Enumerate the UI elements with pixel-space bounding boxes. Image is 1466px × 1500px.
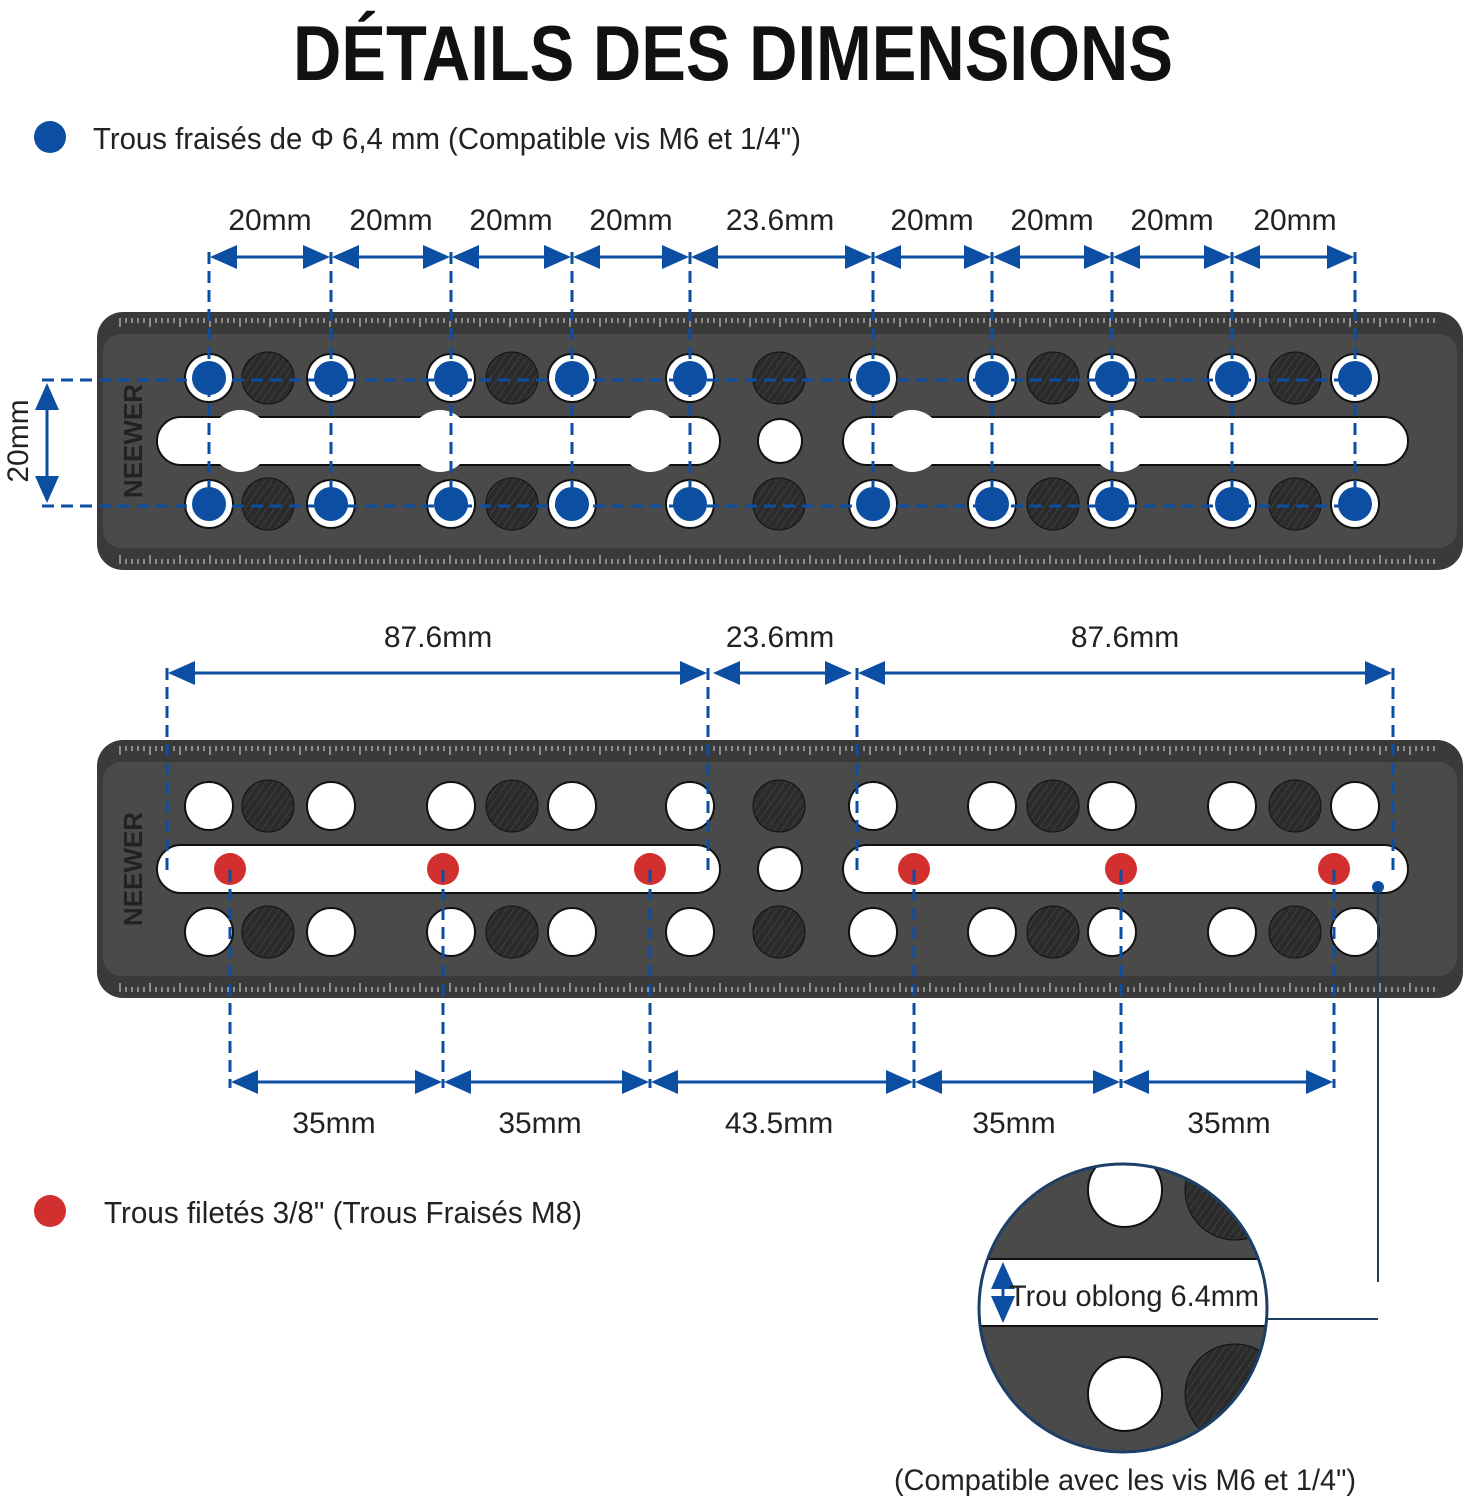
knurled-hole (241, 351, 295, 405)
countersunk-hole (184, 907, 234, 957)
knurled-hole (485, 351, 539, 405)
callout-caption: (Compatible avec les vis M6 et 1/4") (894, 1464, 1356, 1497)
legend-red-text: Trous filetés 3/8" (Trous Fraisés M8) (104, 1195, 582, 1230)
slot-bulge (882, 410, 942, 472)
top-dimensions (35, 245, 1360, 508)
countersunk-hole (547, 781, 597, 831)
countersunk-hole (306, 781, 356, 831)
neewer-logo: NEEWER (118, 384, 148, 498)
top-label-4: 23.6mm (726, 204, 834, 237)
top-label-5: 20mm (890, 204, 973, 237)
slot-bulge (210, 410, 270, 472)
top-plate: NEEWER (97, 312, 1463, 570)
countersunk-hole (1330, 907, 1380, 957)
legend-blue-dot (34, 121, 66, 153)
knurled-hole (241, 905, 295, 959)
red-threaded-hole-marker (898, 853, 930, 885)
magnified-hole (1087, 1356, 1163, 1432)
knurled-hole (1268, 351, 1322, 405)
knurled-hole (752, 477, 806, 531)
red-threaded-hole-marker (427, 853, 459, 885)
knurled-hole (752, 905, 806, 959)
bottom-dimensions (165, 661, 1395, 1094)
knurled-hole (752, 779, 806, 833)
countersunk-hole (547, 907, 597, 957)
knurled-hole (485, 477, 539, 531)
center-hole (757, 418, 803, 464)
countersunk-hole (665, 781, 715, 831)
magnified-knurled-hole (1184, 1164, 1267, 1241)
countersunk-hole (184, 781, 234, 831)
knurled-hole (1026, 477, 1080, 531)
red-threaded-hole-marker (214, 853, 246, 885)
top-label-3: 20mm (589, 204, 672, 237)
top-label-6: 20mm (1010, 204, 1093, 237)
bottom-label-1: 35mm (498, 1107, 581, 1140)
top-label-7: 20mm (1130, 204, 1213, 237)
bottom-label-0: 35mm (292, 1107, 375, 1140)
knurled-hole (485, 779, 539, 833)
countersunk-hole (1330, 781, 1380, 831)
countersunk-hole (1207, 907, 1257, 957)
countersunk-hole (426, 907, 476, 957)
slot-bulge (410, 410, 470, 472)
legend-red-dot (34, 1195, 66, 1227)
bottom-top-label-0: 87.6mm (384, 621, 492, 654)
red-threaded-hole-marker (634, 853, 666, 885)
countersunk-hole (1087, 907, 1137, 957)
center-hole (757, 846, 803, 892)
countersunk-hole (967, 907, 1017, 957)
countersunk-hole (306, 907, 356, 957)
knurled-hole (1268, 779, 1322, 833)
knurled-hole (1026, 779, 1080, 833)
knurled-hole (1268, 905, 1322, 959)
page-title: DÉTAILS DES DIMENSIONS (293, 9, 1173, 97)
slot-bulge (620, 410, 680, 472)
knurled-hole (241, 477, 295, 531)
countersunk-hole (1207, 781, 1257, 831)
knurled-hole (1268, 477, 1322, 531)
knurled-hole (1026, 351, 1080, 405)
bottom-label-3: 35mm (972, 1107, 1055, 1140)
slot-bulge (1090, 410, 1150, 472)
red-threaded-hole-marker (1318, 853, 1350, 885)
countersunk-hole (426, 781, 476, 831)
red-threaded-hole-marker (1105, 853, 1137, 885)
knurled-hole (241, 779, 295, 833)
bottom-plate: NEEWER (97, 740, 1463, 998)
bottom-label-4: 35mm (1187, 1107, 1270, 1140)
neewer-logo: NEEWER (118, 812, 148, 926)
countersunk-hole (1087, 781, 1137, 831)
legend-blue-text: Trous fraisés de Φ 6,4 mm (Compatible vi… (93, 121, 801, 156)
countersunk-hole (967, 781, 1017, 831)
slot-label: Trou oblong 6.4mm (1009, 1280, 1259, 1313)
countersunk-hole (848, 907, 898, 957)
bottom-top-label-2: 87.6mm (1071, 621, 1179, 654)
top-label-2: 20mm (469, 204, 552, 237)
countersunk-hole (848, 781, 898, 831)
knurled-hole (1026, 905, 1080, 959)
bottom-label-2: 43.5mm (725, 1107, 833, 1140)
row-spacing-label: 20mm (2, 399, 35, 482)
top-label-8: 20mm (1253, 204, 1336, 237)
top-label-0: 20mm (228, 204, 311, 237)
knurled-hole (752, 351, 806, 405)
top-label-1: 20mm (349, 204, 432, 237)
knurled-hole (485, 905, 539, 959)
bottom-top-label-1: 23.6mm (726, 621, 834, 654)
magnified-slot (979, 1258, 1267, 1327)
countersunk-hole (665, 907, 715, 957)
magnified-hole (1087, 1164, 1163, 1228)
